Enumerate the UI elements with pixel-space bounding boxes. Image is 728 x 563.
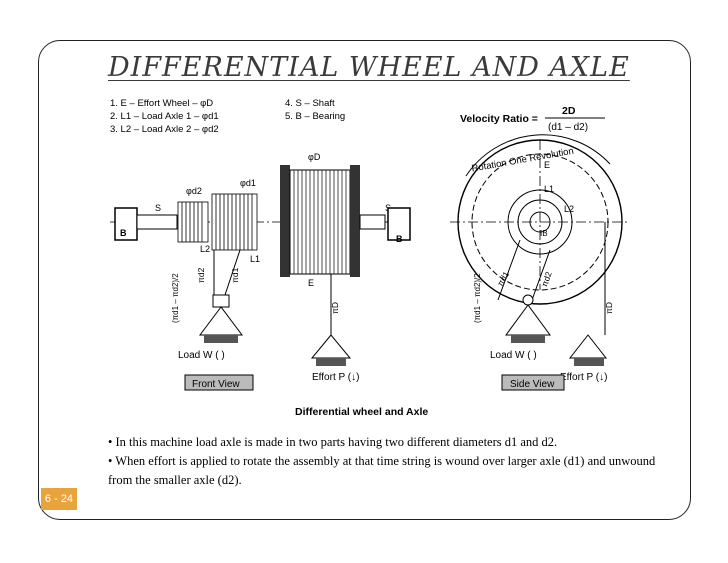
legend-item: 3. L2 – Load Axle 2 – φd2: [110, 124, 219, 135]
slide-frame: [38, 40, 691, 520]
bullet-item: • When effort is applied to rotate the a…: [108, 454, 656, 487]
legend-item: 1. E – Effort Wheel – φD: [110, 98, 213, 109]
velocity-ratio-numerator: 2D: [562, 105, 576, 117]
velocity-ratio-denominator: (d1 – d2): [548, 122, 588, 133]
front-bearing-label-left: B: [120, 228, 127, 238]
side-e-label: E: [544, 160, 550, 170]
legend-item: 4. S – Shaft: [285, 98, 335, 109]
front-effort-label: Effort P (↓): [312, 372, 359, 383]
front-l1-label: L1: [250, 254, 260, 264]
side-diff-fraction: (πd1 – πd2)/2: [473, 273, 482, 323]
front-d2-label: φd2: [186, 186, 202, 196]
front-load-label: Load W ( ): [178, 350, 225, 361]
front-view-label: Front View: [192, 379, 240, 390]
front-effort-wheel-diameter: φD: [308, 152, 321, 162]
front-diff-fraction: (πd1 – πd2)/2: [171, 273, 180, 323]
figure-caption: Differential wheel and Axle: [295, 406, 428, 418]
differential-wheel-figure: 1. E – Effort Wheel – φD 2. L1 – Load Ax…: [110, 98, 630, 418]
front-pi-D-label: πD: [330, 302, 340, 314]
side-view-label: Side View: [510, 379, 555, 390]
front-l2-label: L2: [200, 244, 210, 254]
front-shaft-label-left: S: [155, 203, 161, 213]
side-bearing-label: B: [396, 234, 403, 244]
front-d1-label: φd1: [240, 178, 256, 188]
legend-item: 2. L1 – Load Axle 1 – φd1: [110, 111, 219, 122]
velocity-ratio-label: Velocity Ratio =: [460, 113, 538, 125]
side-effort-label: Effort P (↓): [560, 372, 607, 383]
front-pi-d2-label: πd2: [196, 267, 206, 283]
side-pi-d1-label: πd1: [495, 269, 511, 288]
page-number-badge: 6 - 24: [41, 488, 77, 510]
bullet-item: • In this machine load axle is made in t…: [108, 435, 558, 449]
rotation-label: Rotation One Revolution: [471, 146, 575, 175]
side-ib-label: IB: [540, 229, 548, 238]
side-pi-D-label: πD: [604, 302, 614, 314]
side-l2-label: L2: [564, 204, 574, 214]
side-l1-label: L1: [544, 184, 554, 194]
legend-item: 5. B – Bearing: [285, 111, 345, 122]
slide-title: DIFFERENTIAL WHEEL AND AXLE: [108, 52, 630, 83]
front-effort-wheel-label: E: [308, 278, 314, 288]
bullet-list: • In this machine load axle is made in t…: [108, 433, 663, 490]
side-load-label: Load W ( ): [490, 350, 537, 361]
front-pi-d1-label: πd1: [230, 267, 240, 283]
